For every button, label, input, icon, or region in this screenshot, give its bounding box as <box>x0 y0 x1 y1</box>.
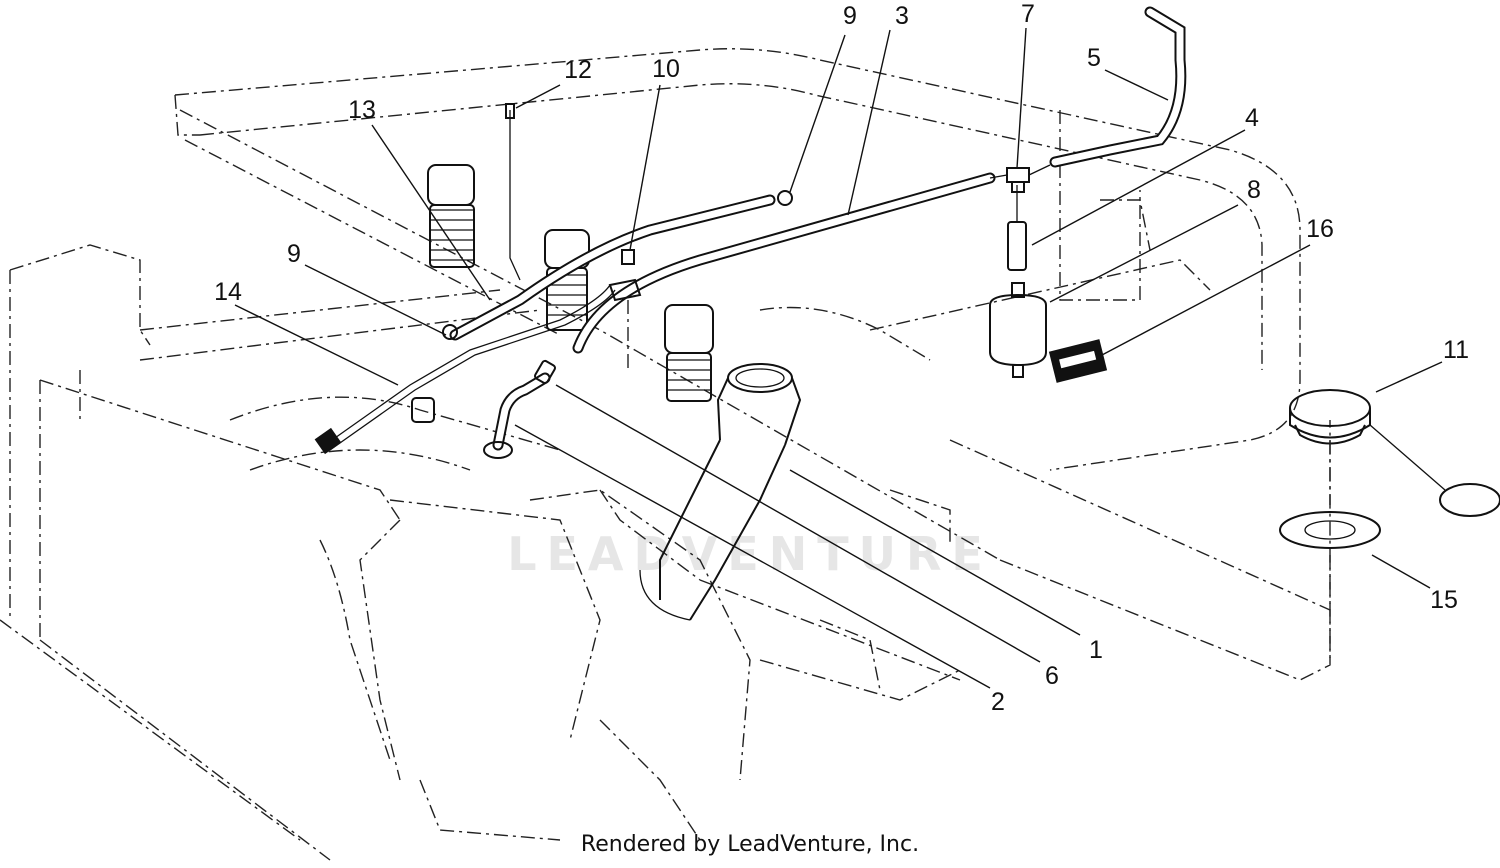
fuel-hose-5 <box>1049 6 1187 168</box>
fuel-hose-4 <box>1007 185 1027 271</box>
vent-hose-13 <box>449 194 776 341</box>
callout-11: 11 <box>1443 336 1469 364</box>
callout-4: 4 <box>1245 104 1259 132</box>
filler-neck <box>639 363 802 621</box>
callout-7: 7 <box>1021 0 1035 28</box>
callout-16: 16 <box>1306 215 1334 243</box>
wire-harness <box>314 284 616 455</box>
callout-15: 15 <box>1430 586 1458 614</box>
rear-spring-left <box>427 164 475 268</box>
bolt-bracket <box>608 249 642 370</box>
leader-lines <box>234 27 1443 689</box>
hose-clamp-left <box>442 324 458 340</box>
callout-2: 2 <box>991 688 1005 716</box>
rear-spring-right <box>664 304 714 402</box>
filter-decal <box>1048 339 1108 383</box>
callout-labels: 1 2 3 4 5 6 7 8 9 9 10 11 12 13 14 15 16 <box>214 0 1469 716</box>
callout-10: 10 <box>652 55 680 83</box>
gasket <box>1279 440 1381 660</box>
hose-clamp-right <box>777 190 793 206</box>
fuel-cap <box>1289 389 1500 517</box>
callout-9-lower: 9 <box>287 240 301 268</box>
fuel-hose-3 <box>572 172 996 354</box>
render-credit: Rendered by LeadVenture, Inc. <box>580 832 920 857</box>
cable-12 <box>505 103 521 281</box>
callout-3: 3 <box>895 2 909 30</box>
callout-9-upper: 9 <box>843 2 857 30</box>
tee-fitting <box>989 164 1051 193</box>
callout-1: 1 <box>1089 636 1103 664</box>
callout-5: 5 <box>1087 44 1101 72</box>
chassis-frame <box>0 48 1331 861</box>
callout-12: 12 <box>564 56 592 84</box>
fuel-filter <box>989 282 1047 378</box>
watermark-text: LEADVENTURE <box>507 527 993 581</box>
callout-13: 13 <box>348 96 376 124</box>
callout-14: 14 <box>214 278 242 306</box>
vent-elbow <box>483 359 556 459</box>
callout-8: 8 <box>1247 176 1261 204</box>
callout-6: 6 <box>1045 662 1059 690</box>
